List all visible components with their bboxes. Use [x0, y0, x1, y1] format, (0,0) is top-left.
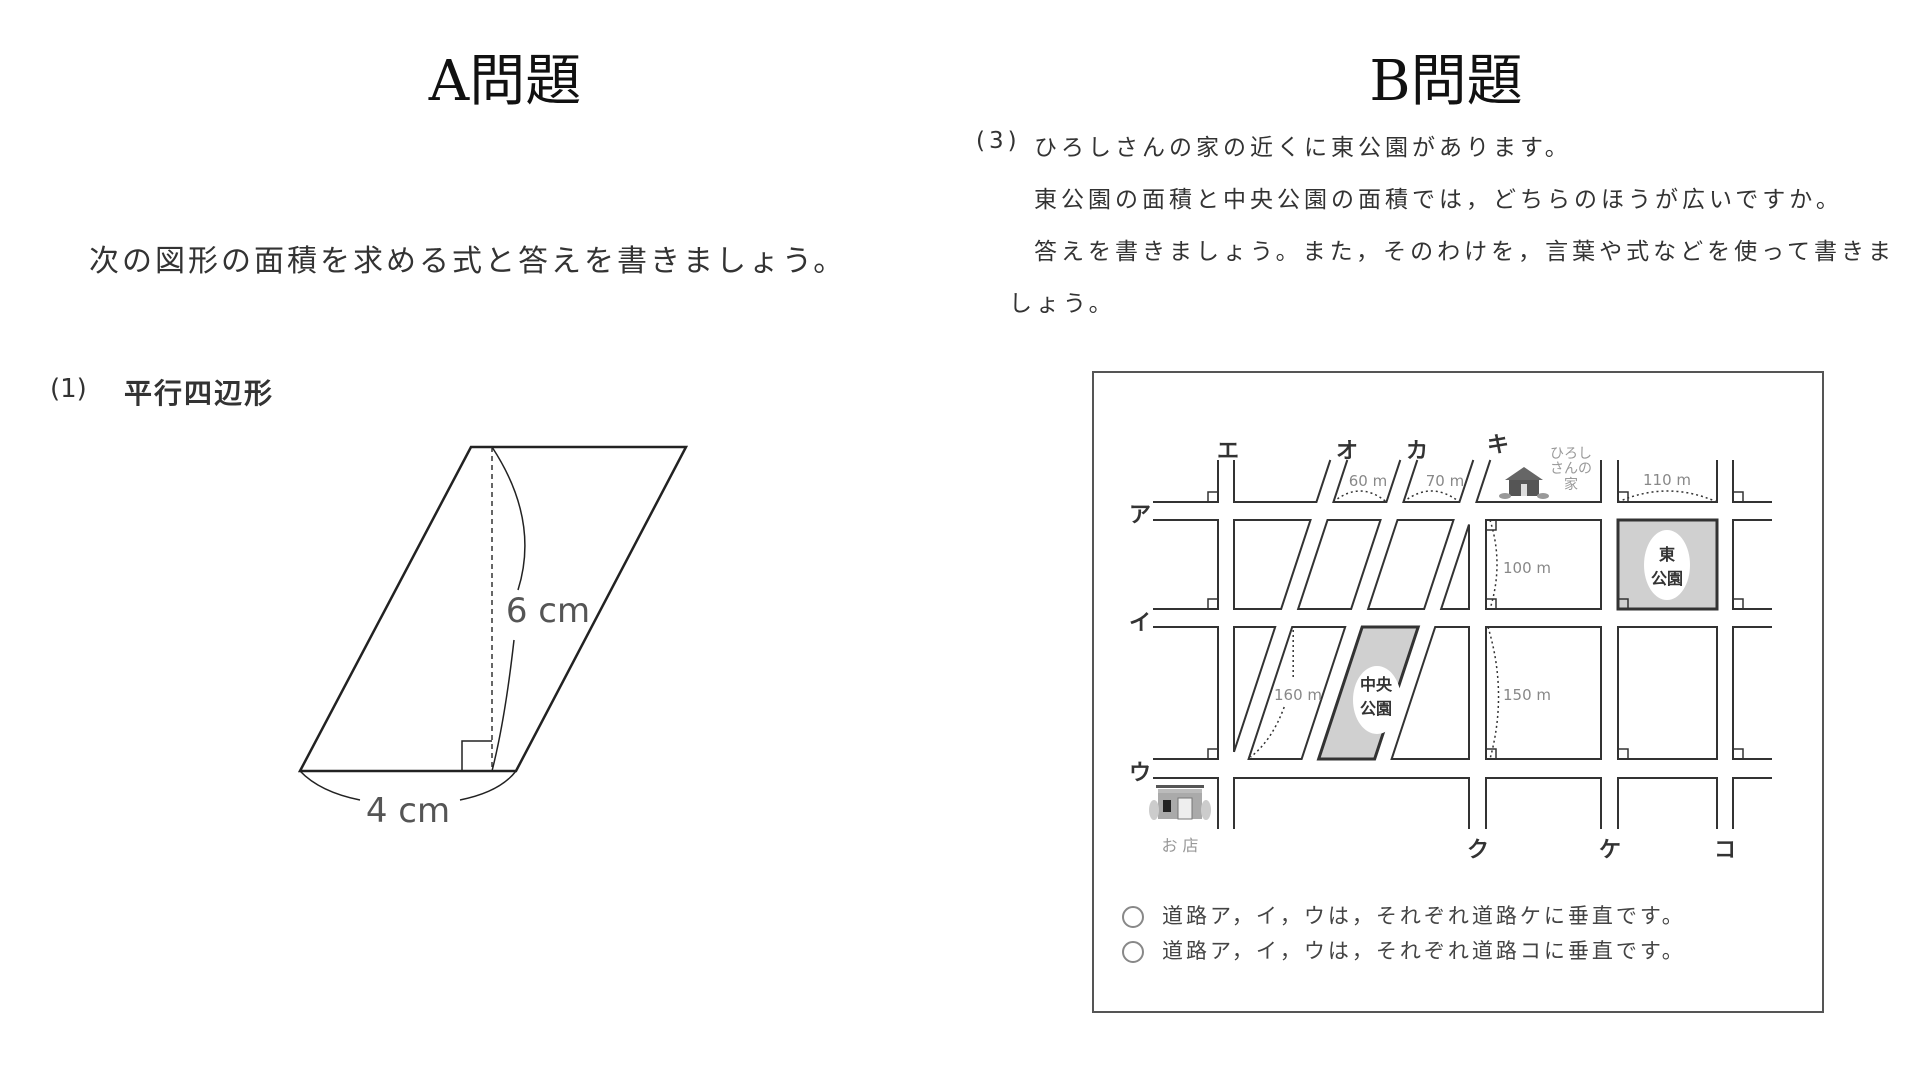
b-text-line-3: 答えを書きましょう。また，そのわけを，言葉や式などを使って書きま	[1034, 239, 1896, 265]
distance-60m: 60 m	[1349, 472, 1387, 490]
road-line	[1732, 460, 1772, 503]
road-line	[1153, 626, 1219, 760]
east-park-label-2: 公園	[1651, 569, 1683, 588]
city-block	[1233, 519, 1312, 610]
base-bracket	[299, 770, 517, 801]
road-lines	[1153, 459, 1772, 829]
distance-100m: 100 m	[1503, 559, 1551, 577]
problem-number: (1)	[50, 374, 87, 404]
right-angle-mark	[1207, 598, 1219, 610]
right-angle-mark	[1485, 519, 1497, 531]
section-b-title: B問題	[1369, 49, 1523, 114]
section-a-instruction: 次の図形の面積を求める式と答えを書きましょう。	[89, 244, 847, 279]
right-angle-mark	[1732, 491, 1744, 503]
city-block	[1617, 626, 1718, 760]
road-label-e: エ	[1217, 439, 1239, 464]
city-block	[1390, 626, 1470, 760]
right-angle-mark	[1617, 491, 1629, 503]
road-label-ke: ケ	[1599, 838, 1621, 863]
distance-110m: 110 m	[1643, 471, 1691, 489]
road-line	[1332, 459, 1402, 503]
house-icon	[1499, 467, 1549, 499]
right-angle-mark	[1617, 748, 1629, 760]
parallelogram	[297, 445, 689, 773]
house-label-3: 家	[1564, 476, 1578, 493]
bullet-circle-icon	[1122, 941, 1144, 963]
city-block	[1233, 626, 1277, 753]
dimension-arc	[1489, 519, 1498, 610]
map-note-1: 道路ア，イ，ウは，それぞれ道路ケに垂直です。	[1122, 900, 1686, 930]
road-line	[1485, 777, 1602, 829]
note-text: 道路ア，イ，ウは，それぞれ道路コに垂直です。	[1162, 939, 1686, 963]
road-label-u: ウ	[1129, 761, 1151, 786]
b-text-line-2: 東公園の面積と中央公園の面積では，どちらのほうが広いですか。	[1034, 187, 1843, 213]
right-angle-mark	[1617, 598, 1629, 610]
city-block	[1296, 519, 1382, 610]
dimension-arc	[1332, 490, 1387, 503]
road-line	[1732, 777, 1772, 829]
distance-70m: 70 m	[1426, 472, 1464, 490]
b-problem-number: (3)	[976, 128, 1021, 154]
house-label-2: さんの	[1550, 461, 1592, 477]
height-bracket	[491, 446, 526, 772]
right-angle-mark	[1207, 491, 1219, 503]
road-line	[1233, 459, 1332, 503]
city-block	[1439, 524, 1470, 610]
right-angle-mark	[1485, 598, 1497, 610]
shop-icon	[1149, 785, 1211, 820]
map-note-2: 道路ア，イ，ウは，それぞれ道路コに垂直です。	[1122, 935, 1686, 965]
right-angle-mark	[1207, 748, 1219, 760]
b-text-line-1: ひろしさんの家の近くに東公園があります。	[1034, 135, 1572, 161]
road-label-ki: キ	[1487, 433, 1509, 458]
road-line	[1153, 777, 1219, 829]
dimension-arc	[1250, 630, 1294, 758]
height-label: 6 cm	[506, 591, 590, 631]
road-line	[1475, 459, 1602, 503]
road-line	[1732, 626, 1772, 760]
dimension-arc	[1402, 490, 1460, 503]
road-label-o: オ	[1336, 439, 1358, 464]
dimension-arc	[1617, 490, 1718, 503]
road-label-ku: ク	[1467, 838, 1489, 863]
central-park-label-1: 中央	[1360, 675, 1393, 694]
shape-name: 平行四辺形	[124, 377, 275, 410]
distance-150m: 150 m	[1503, 686, 1551, 704]
road-line	[1732, 519, 1772, 610]
road-line	[1402, 459, 1475, 503]
map	[1092, 371, 1824, 1013]
map-labels: ア イ ウ エ オ カ キ ク ケ コ 60 m 70 m 110 m 100 …	[1129, 433, 1736, 863]
right-angle-mark	[1732, 748, 1744, 760]
house-label-1: ひろし	[1550, 446, 1592, 462]
road-label-i: イ	[1129, 611, 1151, 636]
road-label-a: ア	[1129, 503, 1151, 528]
road-line	[1617, 777, 1718, 829]
road-label-ko: コ	[1714, 838, 1736, 863]
road-label-ka: カ	[1406, 439, 1428, 464]
section-a-title: A問題	[428, 49, 582, 114]
central-park-label-2: 公園	[1360, 699, 1392, 718]
road-line	[1153, 519, 1219, 610]
shop-label: お 店	[1161, 836, 1198, 855]
right-angle-mark	[1485, 748, 1497, 760]
b-text-line-4: しょう。	[1009, 291, 1116, 317]
right-angle-mark	[1732, 598, 1744, 610]
dimension-arc	[1487, 626, 1500, 760]
central-park-ellipse	[1353, 666, 1401, 734]
road-line	[1233, 777, 1470, 829]
distance-160m: 160 m	[1274, 686, 1322, 704]
bullet-circle-icon	[1122, 906, 1144, 928]
map-frame	[1092, 371, 1824, 1013]
note-text: 道路ア，イ，ウは，それぞれ道路ケに垂直です。	[1162, 904, 1686, 928]
city-block	[1485, 519, 1602, 610]
road-line	[1617, 460, 1718, 503]
parallelogram-figure: 6 cm 4 cm	[297, 445, 689, 831]
base-label: 4 cm	[366, 791, 450, 831]
city-block	[1247, 626, 1347, 760]
city-block	[1366, 519, 1455, 610]
right-angle-mark	[461, 740, 492, 771]
east-park-ellipse	[1644, 530, 1690, 600]
east-park-label-1: 東	[1659, 545, 1675, 564]
city-block	[1485, 626, 1602, 760]
